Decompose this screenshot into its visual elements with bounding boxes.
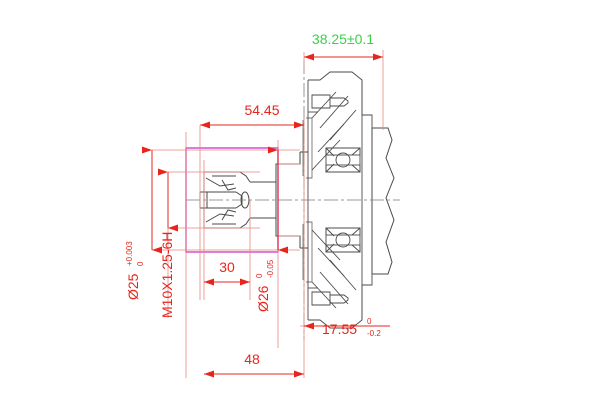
dimension-thread-spec: M10X1.25-6H [158,168,178,318]
dimension-diameter-25-label: Ø25 [125,273,141,300]
dimension-diameter-25-lower-tol: 0 [136,261,145,266]
dimension-diameter-25-upper-tol: +0.003 [125,241,134,266]
dimension-30-label: 30 [219,259,235,275]
dimension-38-25-label: 38.25±0.1 [312,31,374,47]
dimension-17-55-lower-tol: -0.2 [367,329,381,338]
dimension-diameter-26-lower-tol: -0.05 [266,259,275,278]
lower-ball-bearing [325,227,361,253]
dimension-54-45-label: 54.45 [244,102,279,118]
dimension-diameter-26-label: Ø26 [255,285,271,312]
dimension-30: 30 [204,259,250,286]
hub-housing [307,71,373,329]
dimension-diameter-25: Ø25 +0.003 0 [125,146,162,300]
dimension-diameter-26: Ø26 0 -0.05 [255,146,288,312]
dimension-17-55-upper-tol: 0 [367,317,372,326]
upper-ball-bearing [325,147,361,173]
dimension-17-55: 17.55 0 -0.2 [304,317,390,338]
seal-rings [302,117,313,283]
dimension-diameter-26-upper-tol: 0 [255,273,264,278]
dimension-38-25: 38.25±0.1 [304,31,383,61]
dimension-thread-spec-label: M10X1.25-6H [159,232,175,318]
dimension-48: 48 [204,351,304,378]
dimension-48-label: 48 [244,351,260,367]
break-line [371,127,395,275]
dimension-54-45: 54.45 [199,102,304,300]
dimension-17-55-label: 17.55 [322,321,357,337]
